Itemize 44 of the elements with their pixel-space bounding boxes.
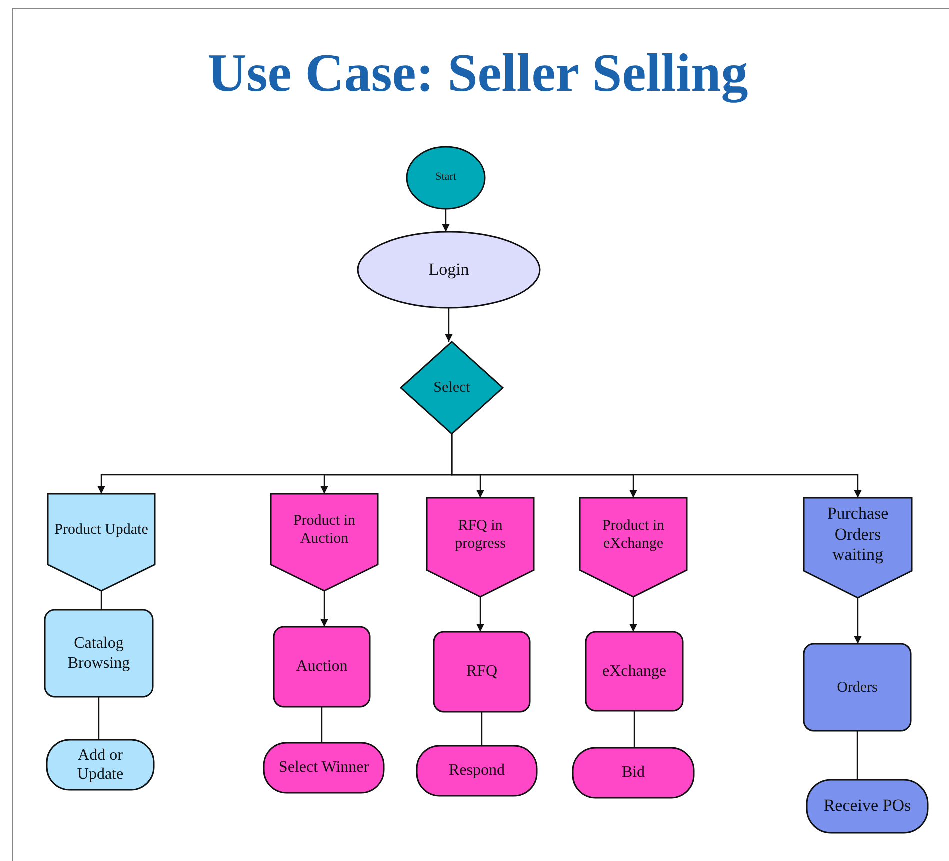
- connector-arrow: [630, 597, 638, 632]
- connector-arrow: [451, 434, 862, 498]
- process-box: [804, 644, 911, 731]
- node-label: eXchange: [602, 662, 666, 682]
- node-label: Catalog Browsing: [66, 634, 132, 673]
- node-label: Add or Update: [76, 746, 125, 784]
- process-ellipse: [358, 232, 540, 308]
- node-label: Start: [436, 171, 456, 185]
- process-box: [434, 632, 530, 712]
- node-label: Receive POs: [824, 796, 912, 817]
- connector-arrow: [320, 591, 328, 627]
- terminal-box: [573, 748, 694, 798]
- node-label: Orders: [837, 678, 878, 696]
- terminal-box: [264, 743, 384, 793]
- title: Use Case: Seller Selling: [206, 42, 750, 104]
- pentagon-box: [48, 494, 155, 591]
- node-label: Select Winner: [278, 758, 370, 778]
- terminal-box: [417, 746, 537, 796]
- connector-arrow: [445, 308, 453, 342]
- decision-diamond: [401, 342, 503, 434]
- node-label: Auction: [296, 657, 348, 677]
- node-label: Product Update: [54, 520, 148, 539]
- process-box: [274, 627, 370, 707]
- start-circle: [407, 147, 485, 209]
- connector-arrow: [476, 597, 484, 632]
- pentagon-box: [427, 498, 534, 597]
- process-box: [45, 610, 153, 697]
- node-label: Login: [428, 260, 470, 280]
- node-label: RFQ: [466, 662, 498, 682]
- pentagon-box: [271, 494, 378, 591]
- terminal-box: [807, 780, 928, 833]
- connector-arrow: [854, 598, 862, 644]
- pentagon-box: [580, 498, 687, 597]
- node-label: Product in eXchange: [601, 516, 666, 553]
- terminal-box: [47, 740, 154, 790]
- pentagon-box: [804, 498, 912, 598]
- connector-arrow: [442, 209, 450, 232]
- process-box: [586, 632, 683, 711]
- node-label: Bid: [622, 763, 646, 783]
- node-label: RFQ in progress: [454, 516, 507, 553]
- node-label: Select: [434, 379, 470, 397]
- node-label: Respond: [449, 761, 505, 781]
- node-label: Product in Auction: [292, 512, 357, 548]
- node-label: Purchase Orders waiting: [826, 504, 890, 566]
